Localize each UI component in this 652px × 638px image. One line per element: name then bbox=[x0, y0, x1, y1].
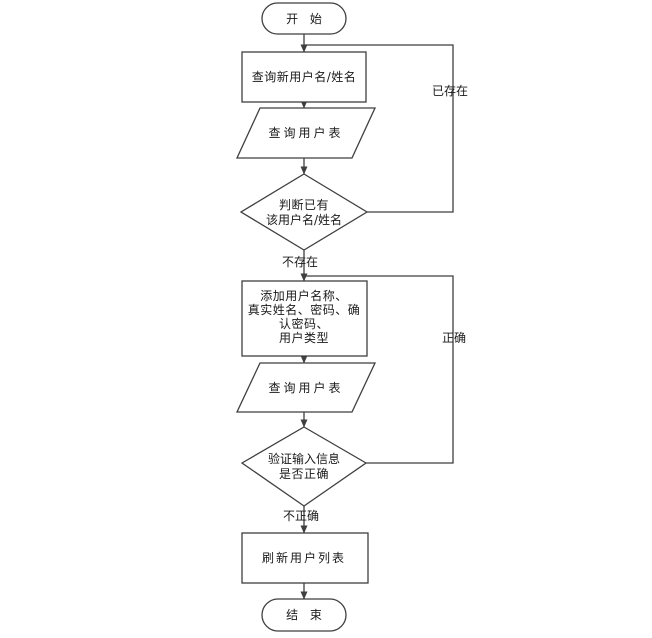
edges bbox=[300, 34, 454, 600]
edge-label-incorrect: 不正确 bbox=[283, 509, 319, 523]
node-end: 结 束 bbox=[261, 598, 347, 632]
process-shape bbox=[241, 51, 367, 103]
node-refresh-user-list-label: 刷新用户列表 bbox=[262, 550, 346, 565]
edge-labels: 已存在 不存在 正确 不正确 bbox=[282, 84, 468, 523]
node-refresh-user-list: 刷新用户列表 bbox=[241, 532, 369, 584]
terminator-shape bbox=[261, 598, 347, 632]
edge-label-already-exists: 已存在 bbox=[432, 84, 468, 98]
edge-label-correct: 正确 bbox=[442, 331, 466, 345]
node-end-label: 结 束 bbox=[286, 608, 326, 622]
node-verify-input: 验证输入信息 是否正确 bbox=[240, 426, 368, 507]
process-shape bbox=[241, 532, 369, 584]
node-add-user-info-line2: 真实姓名、密码、确 bbox=[248, 302, 361, 317]
edge-loop-correct bbox=[304, 275, 454, 464]
edge-label-not-exists: 不存在 bbox=[282, 255, 318, 269]
node-start-label: 开 始 bbox=[286, 12, 326, 26]
parallelogram-shape bbox=[235, 107, 377, 159]
node-check-existing-line2: 该用户名/姓名 bbox=[266, 212, 342, 227]
node-query-user-table-top: 查询用户表 bbox=[235, 107, 377, 159]
node-query-user-table-top-label: 查询用户表 bbox=[268, 125, 343, 140]
node-add-user-info-line4: 用户类型 bbox=[279, 330, 329, 345]
edge-loop-already-exists bbox=[304, 44, 454, 213]
node-add-user-info-line3: 认密码、 bbox=[279, 316, 329, 331]
parallelogram-shape bbox=[235, 362, 377, 413]
decision-shape bbox=[240, 426, 368, 507]
node-query-user-table-bottom-label: 查询用户表 bbox=[268, 380, 343, 395]
node-start: 开 始 bbox=[261, 2, 347, 35]
node-query-new-username-label: 查询新用户名/姓名 bbox=[252, 69, 357, 84]
node-check-existing-line1: 判断已有 bbox=[279, 197, 329, 212]
node-query-new-username: 查询新用户名/姓名 bbox=[241, 51, 367, 103]
node-check-existing: 判断已有 该用户名/姓名 bbox=[239, 173, 369, 251]
node-verify-input-line2: 是否正确 bbox=[279, 467, 329, 481]
process-shape bbox=[241, 280, 368, 357]
node-add-user-info-line1: 添加用户名称、 bbox=[260, 288, 348, 303]
terminator-shape bbox=[261, 2, 347, 35]
node-add-user-info: 添加用户名称、 真实姓名、密码、确 认密码、 用户类型 bbox=[241, 280, 368, 357]
decision-shape bbox=[239, 173, 369, 251]
node-verify-input-line1: 验证输入信息 bbox=[268, 451, 340, 466]
node-query-user-table-bottom: 查询用户表 bbox=[235, 362, 377, 413]
